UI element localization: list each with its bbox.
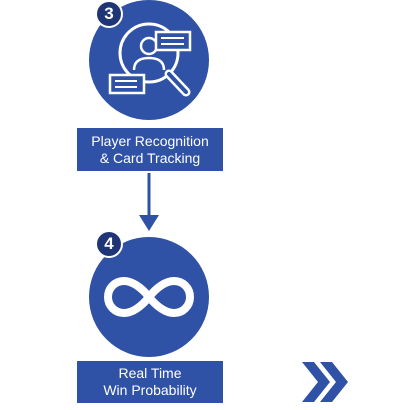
double-chevron-right-icon[interactable]	[300, 360, 350, 404]
infinity-icon	[104, 277, 194, 317]
step-4-badge: 4	[95, 230, 123, 258]
step-3-label: Player Recognition & Card Tracking	[77, 128, 223, 171]
arrow-down-icon	[139, 173, 159, 231]
step-3-circle	[89, 0, 209, 120]
step-3-label-line-2: & Card Tracking	[99, 149, 201, 166]
step-3-badge: 3	[95, 0, 123, 28]
user-search-cards-icon	[108, 22, 192, 97]
step-4-label-line-1: Real Time	[118, 365, 182, 381]
step-3-label-line-1: Player Recognition	[91, 132, 209, 149]
step-4-label-line-2: Win Probability	[103, 382, 197, 398]
step-4-label: Real Time Win Probability	[77, 361, 223, 403]
